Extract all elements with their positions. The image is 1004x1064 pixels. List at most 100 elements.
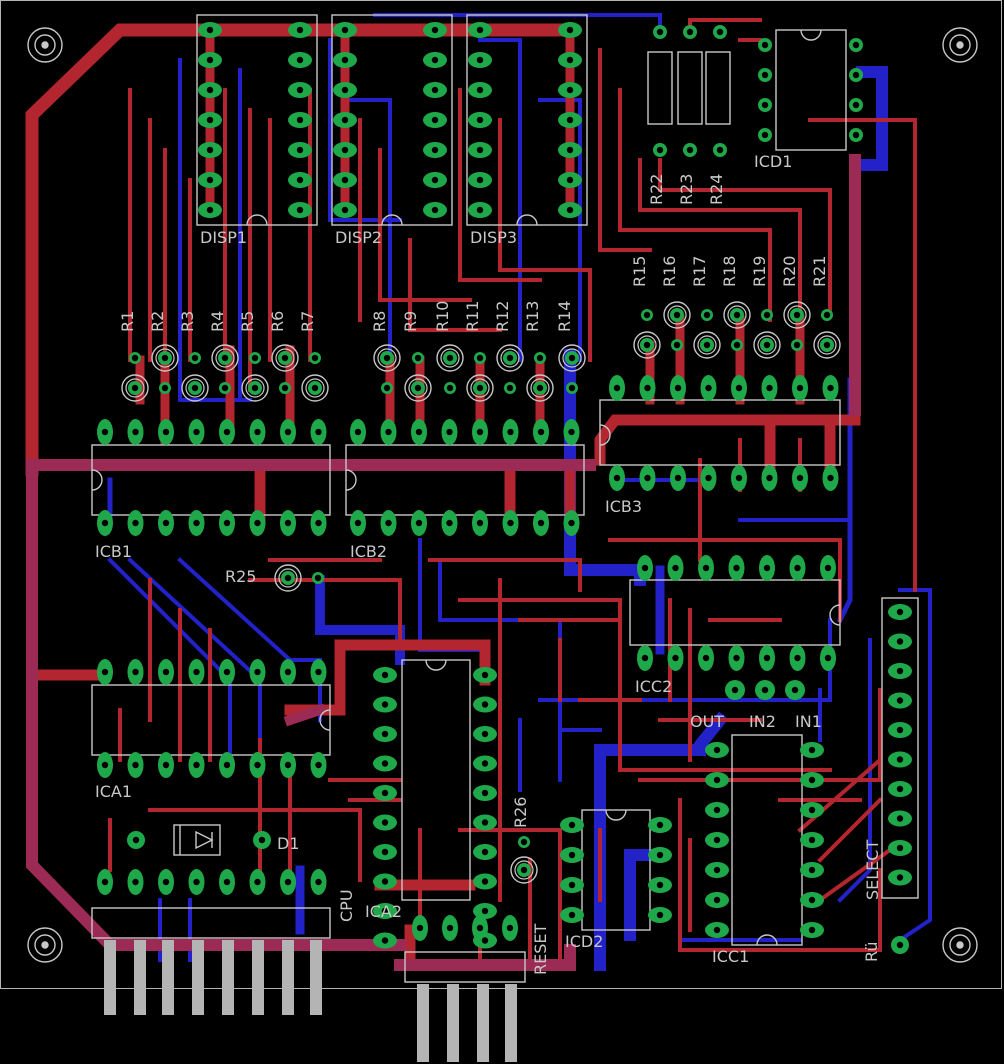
label-r4: R4 bbox=[208, 311, 227, 332]
drill-hole bbox=[296, 116, 304, 124]
drill-hole bbox=[251, 384, 259, 392]
resistor-ring bbox=[813, 331, 841, 359]
drill-hole bbox=[354, 428, 362, 436]
drill-hole bbox=[763, 311, 771, 319]
component-labels: DISP1 DISP2 DISP3 ICD1 ICB1 ICB2 ICB3 IC… bbox=[95, 152, 882, 975]
drill-hole bbox=[794, 654, 801, 662]
drill-hole bbox=[568, 519, 575, 527]
drill-hole bbox=[281, 384, 289, 392]
drill-hole bbox=[506, 384, 514, 392]
drill-hole bbox=[656, 881, 664, 889]
drill-hole bbox=[566, 146, 574, 154]
label-in1: IN1 bbox=[795, 712, 822, 731]
drill-hole bbox=[101, 428, 109, 436]
drill-hole bbox=[254, 519, 261, 527]
drill-hole bbox=[284, 668, 292, 676]
drill-hole bbox=[796, 384, 804, 392]
resistor-ring bbox=[466, 374, 494, 402]
drill-hole bbox=[193, 519, 200, 527]
drill-hole bbox=[223, 878, 231, 886]
drill-hole bbox=[733, 311, 741, 319]
resistor-ring bbox=[241, 374, 269, 402]
drill-hole bbox=[702, 564, 710, 572]
drill-hole bbox=[381, 848, 389, 856]
resistor-ring bbox=[271, 344, 299, 372]
drill-hole bbox=[763, 341, 771, 349]
resistor-ring-inner bbox=[637, 335, 657, 355]
drill-hole bbox=[823, 311, 831, 319]
drill-hole bbox=[824, 654, 832, 662]
drill-hole bbox=[733, 654, 740, 662]
drill-hole bbox=[852, 71, 860, 79]
label-r23: R23 bbox=[677, 174, 696, 205]
label-r3: R3 bbox=[178, 311, 197, 332]
drill-hole bbox=[896, 638, 904, 645]
label-icb1: ICB1 bbox=[95, 542, 132, 561]
drill-hole bbox=[341, 116, 349, 124]
drill-hole bbox=[381, 760, 389, 767]
drill-hole bbox=[431, 86, 439, 94]
resistor-ring-inner bbox=[562, 348, 582, 368]
drill-hole bbox=[568, 911, 576, 919]
drill-hole bbox=[566, 176, 574, 184]
label-d1: D1 bbox=[277, 834, 300, 853]
label-disp2: DISP2 bbox=[335, 228, 382, 247]
label-r8: R8 bbox=[370, 311, 389, 332]
drill-hole bbox=[162, 761, 170, 769]
drill-hole bbox=[808, 836, 816, 844]
resistor-ring-inner bbox=[500, 348, 520, 368]
resistor-ring bbox=[693, 331, 721, 359]
drill-hole bbox=[808, 896, 816, 904]
drill-hole bbox=[761, 101, 769, 109]
drill-hole bbox=[808, 806, 816, 814]
drill-hole bbox=[191, 354, 199, 362]
drill-hole bbox=[446, 384, 454, 392]
drill-hole bbox=[431, 176, 439, 184]
drill-hole bbox=[808, 746, 816, 754]
drill-hole bbox=[254, 428, 261, 436]
drill-hole bbox=[703, 311, 711, 319]
drill-hole bbox=[476, 26, 484, 34]
label-ica1: ICA1 bbox=[95, 782, 132, 801]
label-r18: R18 bbox=[720, 256, 739, 287]
board-outline bbox=[0, 0, 1002, 989]
drill-hole bbox=[193, 428, 200, 436]
resistor-ring-inner bbox=[787, 305, 807, 325]
label-reset: RESET bbox=[531, 924, 550, 975]
label-r15: R15 bbox=[630, 256, 649, 287]
drill-hole bbox=[686, 28, 694, 36]
drill-hole bbox=[703, 341, 711, 349]
drill-hole bbox=[713, 746, 721, 754]
drill-hole bbox=[644, 474, 651, 482]
drill-hole bbox=[673, 341, 681, 349]
drill-hole bbox=[132, 519, 139, 527]
drill-hole bbox=[896, 756, 904, 763]
drill-hole bbox=[416, 924, 424, 932]
drill-hole bbox=[296, 56, 304, 64]
resistor-ring-inner bbox=[215, 348, 235, 368]
drill-hole bbox=[568, 881, 576, 889]
drill-hole bbox=[221, 384, 229, 392]
drill-hole bbox=[761, 71, 769, 79]
drill-hole bbox=[713, 866, 721, 874]
drill-hole bbox=[686, 146, 694, 154]
label-select: SELECT bbox=[863, 840, 882, 900]
drill-hole bbox=[132, 836, 140, 844]
resistor-ring bbox=[151, 344, 179, 372]
drill-hole bbox=[481, 937, 489, 944]
drill-hole bbox=[673, 311, 681, 319]
drill-hole bbox=[284, 428, 292, 436]
drill-hole bbox=[568, 384, 576, 392]
drill-hole bbox=[476, 86, 484, 94]
drill-hole bbox=[206, 116, 214, 124]
drill-hole bbox=[672, 564, 679, 572]
resistor-ring-inner bbox=[514, 860, 534, 880]
drill-hole bbox=[296, 206, 304, 214]
drill-hole bbox=[766, 474, 773, 482]
drill-hole bbox=[656, 146, 664, 154]
drill-hole bbox=[315, 668, 322, 676]
drill-hole bbox=[101, 668, 109, 676]
drill-hole bbox=[713, 896, 721, 904]
drill-hole bbox=[644, 384, 651, 392]
